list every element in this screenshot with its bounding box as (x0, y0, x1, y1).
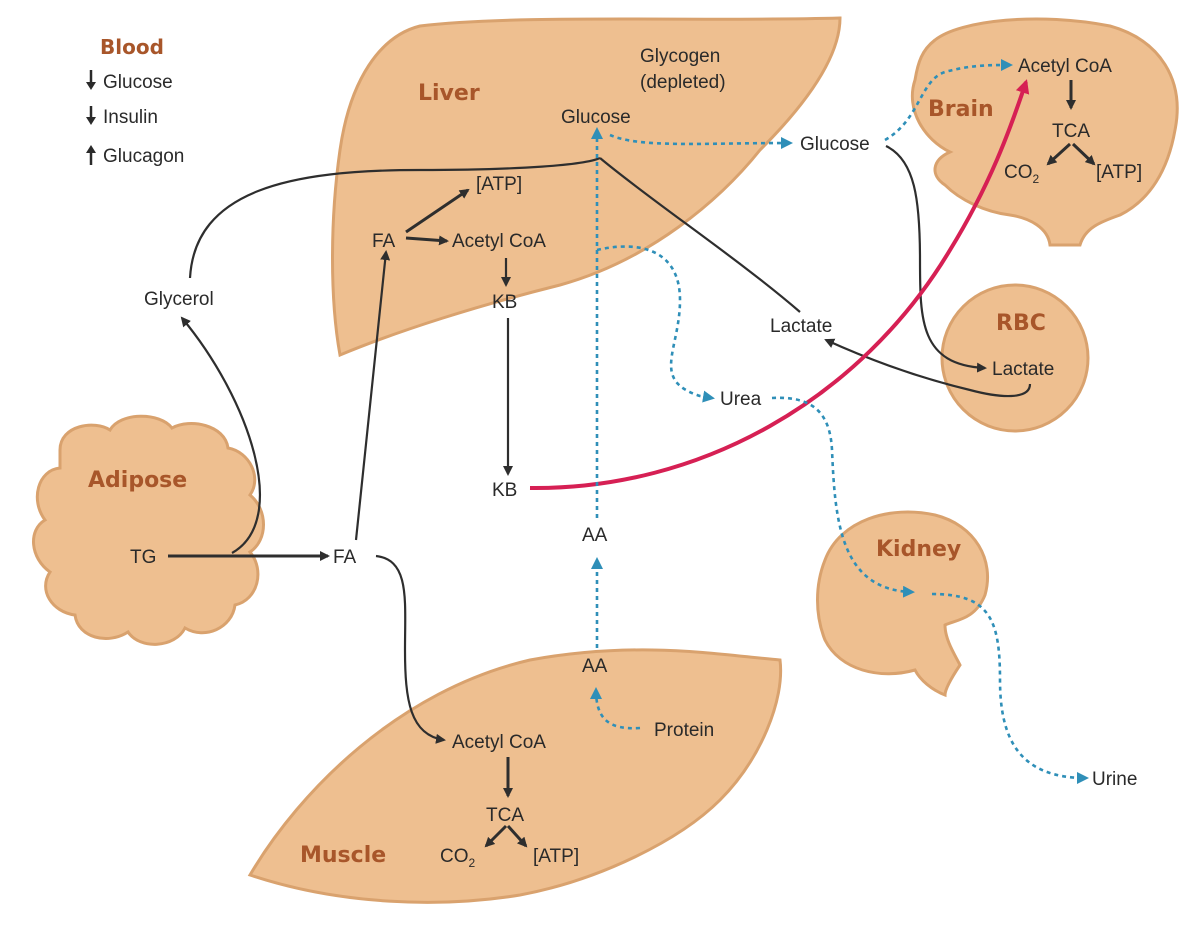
protein-to-aa-arrow (590, 687, 641, 730)
muscle-co2-label: CO2 (440, 846, 476, 870)
fa-to-atp-arrow (405, 188, 470, 234)
blood-fa-label: FA (333, 547, 357, 568)
rbc-label: RBC (996, 311, 1046, 336)
fa-to-muscle-acetylcoa-arrow (375, 554, 446, 744)
urea-to-kidney-arrow (771, 396, 915, 598)
liver-label: Liver (418, 81, 480, 106)
protein-label: Protein (654, 720, 714, 741)
blood-aa-label: AA (582, 525, 608, 546)
glucose-to-rbc-lactate-arrow (885, 145, 987, 373)
muscle-tca-label: TCA (486, 805, 524, 826)
blood-kb-label: KB (492, 480, 517, 501)
brain-acetylcoa-label: Acetyl CoA (1018, 56, 1112, 77)
liver-kb-label: KB (492, 292, 517, 313)
kidney-shape (816, 510, 990, 698)
fa-to-liver-fa-arrow (354, 250, 391, 541)
adipose-shape (32, 414, 265, 646)
rbc-lactate-to-lactate-arrow (824, 338, 1032, 398)
legend-insulin: Insulin (103, 107, 158, 128)
muscle-aa-label: AA (582, 656, 608, 677)
legend-glucagon: Glucagon (103, 146, 184, 167)
blood-lactate-label: Lactate (770, 316, 832, 337)
blood-glucose-label: Glucose (800, 134, 870, 155)
brain-shape (910, 17, 1179, 247)
tg-label: TG (130, 547, 156, 568)
brain-co2-label: CO2 (1004, 162, 1040, 186)
liver-atp-label: [ATP] (476, 174, 522, 195)
brain-tca-to-co2-arrow (1046, 142, 1072, 166)
legend-glucose: Glucose (103, 72, 173, 93)
glucose-to-brain-acetylcoa-arrow (884, 59, 1013, 142)
urea-label: Urea (720, 389, 762, 410)
glycerol-label: Glycerol (144, 289, 214, 310)
brain-tca-to-atp-arrow (1071, 142, 1096, 166)
kidney-label: Kidney (876, 537, 961, 562)
down-arrow-icon (86, 70, 96, 90)
muscle-tca-to-atp-arrow (506, 824, 528, 848)
glycogen-label: Glycogen (640, 46, 720, 67)
down-arrow-icon (86, 106, 96, 125)
kb-to-brain-arrow (529, 79, 1030, 491)
liver-glucose-label: Glucose (561, 107, 631, 128)
rbc-shape (940, 283, 1090, 433)
urine-label: Urine (1092, 769, 1137, 790)
brain-atp-label: [ATP] (1096, 162, 1142, 183)
aa-to-urea-arrow (596, 245, 715, 403)
liver-fa-label: FA (372, 231, 396, 252)
kidney-to-urine-arrow (931, 592, 1089, 784)
up-arrow-icon (86, 145, 96, 165)
blood-legend: Blood Glucose Insulin Glucagon (86, 35, 184, 167)
liver-shape (331, 16, 842, 358)
muscle-acetylcoa-label: Acetyl CoA (452, 732, 546, 753)
muscle-tca-to-co2-arrow (484, 824, 508, 848)
muscle-shape (247, 648, 783, 904)
legend-title: Blood (100, 35, 164, 59)
fa-to-acetylcoa-arrow (405, 235, 449, 246)
muscle-atp-label: [ATP] (533, 846, 579, 867)
glucose-lactate-line (599, 157, 801, 313)
liver-acetylcoa-label: Acetyl CoA (452, 231, 546, 252)
muscle-label: Muscle (300, 843, 386, 868)
brain-tca-label: TCA (1052, 121, 1090, 142)
brain-label: Brain (928, 97, 994, 122)
adipose-label: Adipose (88, 468, 187, 493)
glycerol-to-glucose-line (188, 156, 601, 279)
tg-to-glycerol-arrow (180, 316, 262, 554)
rbc-lactate-label: Lactate (992, 359, 1054, 380)
glycogen-depleted-label: (depleted) (640, 72, 726, 93)
